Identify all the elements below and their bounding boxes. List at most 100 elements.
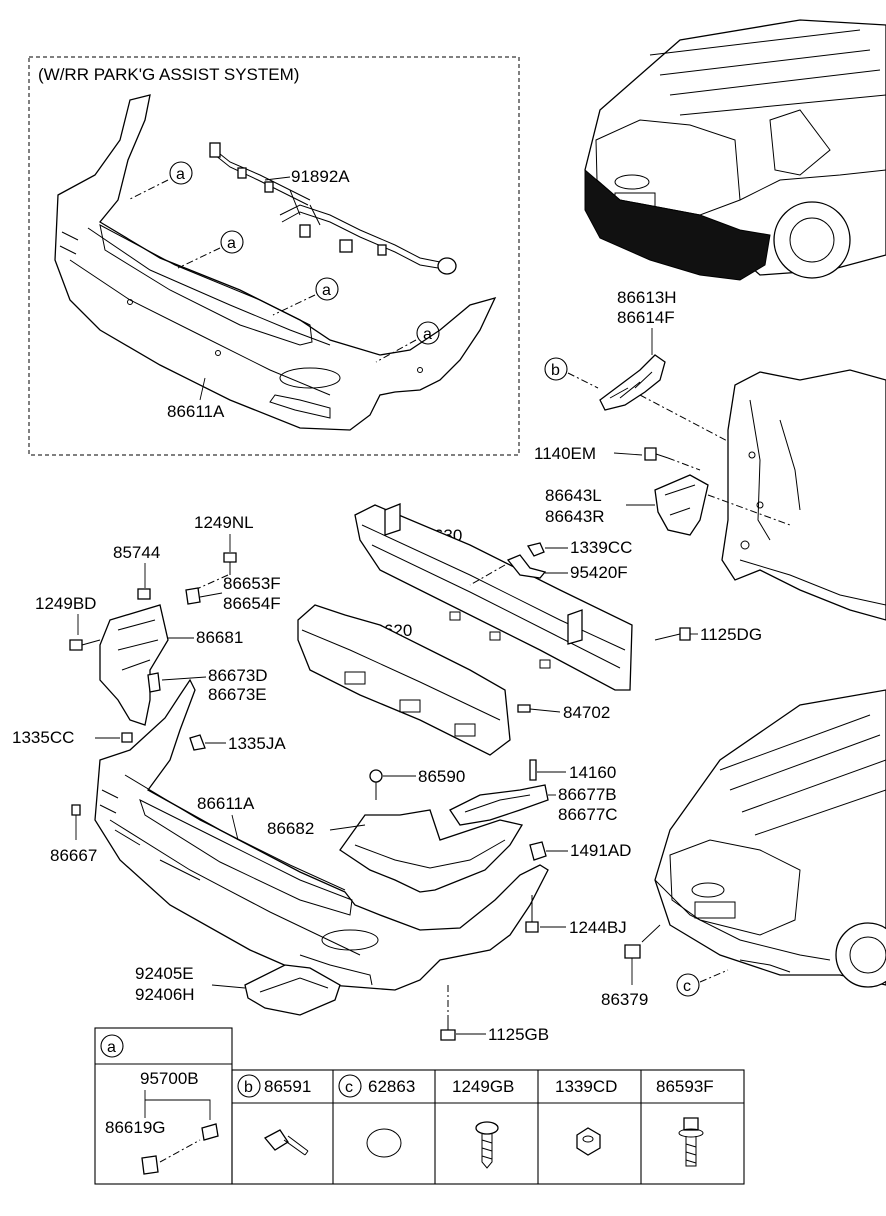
legend-cell-86593F: 86593F bbox=[656, 1077, 714, 1167]
svg-text:1249NL: 1249NL bbox=[194, 513, 254, 532]
svg-text:86590: 86590 bbox=[418, 767, 465, 786]
part-86643-group: 86643L 86643R bbox=[545, 474, 791, 536]
svg-text:86643L: 86643L bbox=[545, 486, 602, 505]
part-86379-group: 86379 bbox=[601, 924, 661, 1009]
part-1125DG-group: 1125DG bbox=[654, 625, 762, 644]
svg-text:1125DG: 1125DG bbox=[700, 625, 762, 644]
svg-text:62863: 62863 bbox=[368, 1077, 415, 1096]
part-84702-group: 84702 bbox=[517, 703, 610, 722]
bumper-cover-drawing bbox=[94, 678, 549, 991]
svg-text:86379: 86379 bbox=[601, 990, 648, 1009]
parking-harness-drawing bbox=[209, 142, 457, 275]
svg-text:86673D: 86673D bbox=[208, 666, 268, 685]
svg-text:a: a bbox=[227, 235, 236, 252]
part-86611A: 86611A bbox=[197, 794, 255, 813]
svg-text:c: c bbox=[683, 978, 691, 995]
svg-text:1335CC: 1335CC bbox=[12, 728, 74, 747]
svg-text:86613H: 86613H bbox=[617, 288, 677, 307]
legend-table: a 95700B 86619G b 86591 c 62863 bbox=[94, 1027, 745, 1185]
callout-a-3: a bbox=[272, 277, 339, 316]
park-assist-kit: (W/RR PARK'G ASSIST SYSTEM) bbox=[28, 56, 520, 456]
svg-text:b: b bbox=[551, 362, 560, 379]
part-1339CC-group: 1339CC bbox=[526, 538, 632, 557]
svg-text:95420F: 95420F bbox=[570, 563, 628, 582]
svg-text:86677C: 86677C bbox=[558, 805, 618, 824]
callout-c-vehicle: c bbox=[676, 969, 729, 997]
svg-text:86653F: 86653F bbox=[223, 574, 281, 593]
svg-text:a: a bbox=[176, 166, 185, 183]
svg-text:1249GB: 1249GB bbox=[452, 1077, 514, 1096]
callout-a-2: a bbox=[177, 230, 244, 269]
part-1491AD-group: 1491AD bbox=[529, 841, 631, 861]
svg-text:85744: 85744 bbox=[113, 543, 160, 562]
part-95420F-group: 95420F bbox=[469, 554, 628, 586]
svg-text:86681: 86681 bbox=[196, 628, 243, 647]
kit-title: (W/RR PARK'G ASSIST SYSTEM) bbox=[38, 65, 299, 84]
svg-text:1244BJ: 1244BJ bbox=[569, 918, 627, 937]
vehicle-rear-view-bottom bbox=[654, 689, 886, 988]
svg-text:b: b bbox=[244, 1079, 253, 1096]
svg-text:1491AD: 1491AD bbox=[570, 841, 631, 860]
svg-text:14160: 14160 bbox=[569, 763, 616, 782]
part-86590-group: 86590 bbox=[369, 767, 465, 800]
svg-text:86643R: 86643R bbox=[545, 507, 605, 526]
part-1249BD-group: 1249BD bbox=[35, 594, 101, 651]
legend-a-callout: a bbox=[107, 1039, 116, 1056]
legend-a-part-1: 95700B bbox=[140, 1069, 199, 1088]
part-85744-group: 85744 bbox=[113, 543, 160, 600]
part-1244BJ-group: 1244BJ bbox=[525, 895, 627, 937]
part-86667-group: 86667 bbox=[50, 804, 97, 865]
legend-a-part-2: 86619G bbox=[105, 1118, 166, 1137]
legend-cell-c: c 62863 bbox=[338, 1074, 415, 1158]
svg-text:a: a bbox=[423, 326, 432, 343]
svg-text:c: c bbox=[345, 1079, 353, 1096]
vehicle-rear-view-top bbox=[584, 19, 886, 281]
legend-cell-1249GB: 1249GB bbox=[452, 1077, 514, 1169]
svg-text:92405E: 92405E bbox=[135, 964, 194, 983]
svg-text:86591: 86591 bbox=[264, 1077, 311, 1096]
legend-grid bbox=[231, 1069, 745, 1185]
legend-cell-1339CD: 1339CD bbox=[555, 1077, 617, 1156]
svg-text:a: a bbox=[322, 282, 331, 299]
callout-a-1: a bbox=[127, 161, 193, 201]
svg-text:86654F: 86654F bbox=[223, 594, 281, 613]
reflector-92405E: 92405E 92406H bbox=[135, 964, 341, 1016]
lower-lip-86682: 86682 bbox=[267, 809, 524, 893]
svg-text:1339CD: 1339CD bbox=[555, 1077, 617, 1096]
callout-a-4: a bbox=[375, 321, 440, 363]
part-1335CC-group: 1335CC bbox=[12, 728, 133, 747]
part-1125GB-group: 1125GB bbox=[440, 985, 549, 1044]
part-1140EM-group: 1140EM bbox=[534, 444, 701, 471]
part-1335JA-group: 1335JA bbox=[189, 734, 286, 753]
svg-text:1125GB: 1125GB bbox=[488, 1025, 549, 1044]
svg-text:84702: 84702 bbox=[563, 703, 610, 722]
part-86653F-group: 86653F 86654F bbox=[185, 574, 281, 613]
svg-text:86673E: 86673E bbox=[208, 685, 267, 704]
svg-text:86682: 86682 bbox=[267, 819, 314, 838]
svg-text:1335JA: 1335JA bbox=[228, 734, 286, 753]
svg-text:1249BD: 1249BD bbox=[35, 594, 96, 613]
svg-text:86614F: 86614F bbox=[617, 308, 675, 327]
svg-text:1140EM: 1140EM bbox=[534, 444, 596, 463]
body-side-panel bbox=[721, 369, 886, 621]
kit-dashed-frame bbox=[28, 56, 520, 456]
svg-text:1339CC: 1339CC bbox=[570, 538, 632, 557]
part-86673D-group: 86673D 86673E bbox=[147, 666, 268, 704]
side-bracket-86613H: 86613H 86614F b bbox=[544, 288, 736, 446]
reinforcement-beam: 86630 bbox=[354, 503, 633, 691]
energy-absorber: 86620 bbox=[297, 604, 511, 756]
callout-b-bracket: b bbox=[544, 357, 599, 389]
svg-text:86593F: 86593F bbox=[656, 1077, 714, 1096]
part-86611A-kit: 86611A bbox=[167, 402, 225, 421]
svg-text:86677B: 86677B bbox=[558, 785, 617, 804]
part-14160-group: 14160 bbox=[529, 759, 616, 782]
side-bracket-86681: 86681 bbox=[99, 604, 243, 726]
svg-text:86667: 86667 bbox=[50, 846, 97, 865]
part-86677-group: 86677B 86677C bbox=[449, 784, 618, 826]
part-91892A: 91892A bbox=[291, 167, 350, 186]
legend-cell-b: b 86591 bbox=[237, 1074, 311, 1156]
kit-bumper-cover-drawing bbox=[54, 94, 497, 431]
svg-text:92406H: 92406H bbox=[135, 985, 195, 1004]
